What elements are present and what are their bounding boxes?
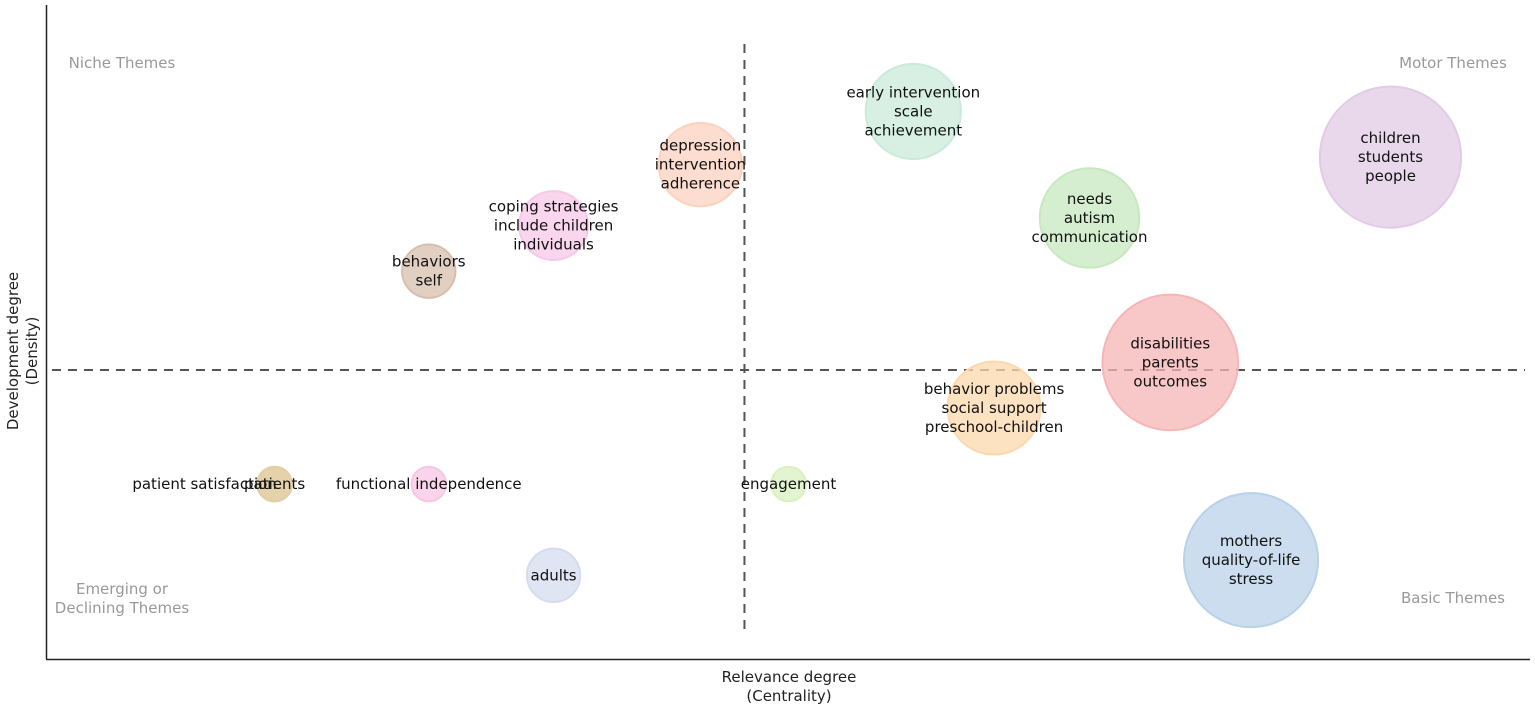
theme-bubble-label: intervention xyxy=(655,156,746,174)
theme-bubble-label: parents xyxy=(1142,353,1199,371)
theme-bubble-label: individuals xyxy=(513,236,594,254)
theme-bubble-label: coping strategies xyxy=(489,198,619,216)
theme-bubble-label: include children xyxy=(494,217,613,235)
quadrant-label-motor: Motor Themes xyxy=(1399,54,1507,72)
theme-bubble-label: preschool-children xyxy=(925,418,1063,436)
theme-bubble xyxy=(410,465,448,503)
theme-bubble-label: quality-of-life xyxy=(1202,551,1301,569)
theme-bubble-label: people xyxy=(1365,167,1416,185)
theme-bubble xyxy=(946,360,1042,456)
x-axis-title-2: (Centrality) xyxy=(746,687,831,705)
theme-bubble-label: behavior problems xyxy=(924,380,1065,398)
theme-bubble-label: behaviors xyxy=(392,253,466,271)
theme-bubble-label: communication xyxy=(1031,228,1147,246)
theme-bubble-label: depression xyxy=(659,137,741,155)
theme-bubble-label: early intervention xyxy=(846,83,980,101)
theme-bubble xyxy=(657,122,744,208)
theme-bubble-label: achievement xyxy=(864,121,962,139)
theme-bubble-label: autism xyxy=(1064,209,1115,227)
x-axis-title-1: Relevance degree xyxy=(722,668,857,686)
quadrant-label-emerging-1: Emerging or xyxy=(76,580,169,598)
theme-bubble-label: children xyxy=(1360,129,1420,147)
theme-bubble-label: needs xyxy=(1067,190,1112,208)
theme-bubble-label: functional independence xyxy=(336,475,522,493)
theme-bubble-label: patients xyxy=(244,475,305,493)
theme-bubble xyxy=(401,243,457,299)
quadrant-label-basic: Basic Themes xyxy=(1401,589,1505,607)
theme-bubble xyxy=(1101,293,1240,432)
theme-bubble xyxy=(518,190,589,261)
theme-bubble-label: mothers xyxy=(1220,532,1283,550)
theme-bubble-label: adults xyxy=(531,566,577,584)
theme-bubble xyxy=(1038,167,1141,269)
theme-bubble-label: scale xyxy=(894,102,933,120)
theme-bubble-label: social support xyxy=(942,399,1047,417)
theme-bubble-label: students xyxy=(1358,148,1423,166)
theme-bubble-label: stress xyxy=(1229,570,1274,588)
bubble-layer xyxy=(256,62,1463,629)
theme-bubble-label: self xyxy=(416,272,443,290)
y-axis-title-2: (Density) xyxy=(23,317,41,386)
theme-bubble xyxy=(1182,492,1320,629)
theme-bubble-label: patient satisfaction xyxy=(132,475,276,493)
theme-bubble xyxy=(1318,85,1463,229)
y-axis-title-1: Development degree xyxy=(4,272,22,430)
theme-bubble-label: outcomes xyxy=(1133,372,1207,390)
theme-bubble-label: disabilities xyxy=(1130,334,1210,352)
quadrant-label-emerging-2: Declining Themes xyxy=(55,599,190,617)
theme-bubble xyxy=(525,547,582,604)
theme-bubble-label: adherence xyxy=(661,175,741,193)
theme-bubble xyxy=(864,62,962,161)
theme-bubble xyxy=(256,465,293,503)
theme-bubble-label: engagement xyxy=(741,475,837,493)
theme-bubble xyxy=(770,465,807,503)
quadrant-label-niche: Niche Themes xyxy=(69,54,176,72)
